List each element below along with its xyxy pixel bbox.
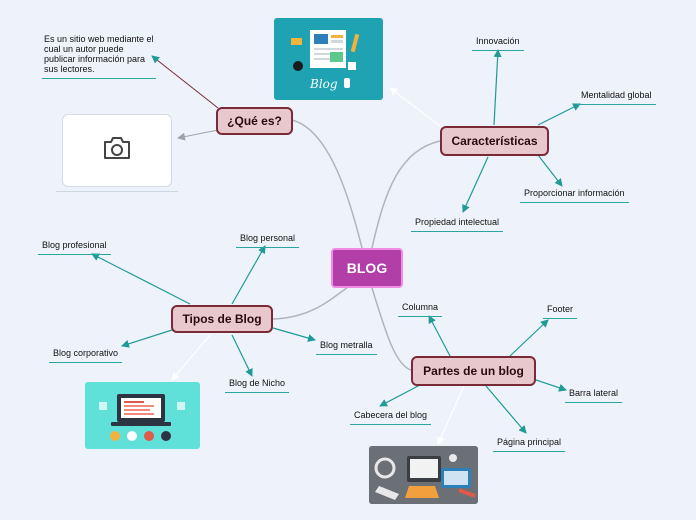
topic-que-es-label: ¿Qué es? bbox=[227, 114, 282, 128]
line-propiedad bbox=[462, 156, 489, 213]
leaf-proporcionar-informacion[interactable]: Proporcionar información bbox=[520, 188, 629, 203]
image-placeholder[interactable] bbox=[62, 114, 172, 187]
desk-workspace-art bbox=[369, 446, 478, 504]
line-to-blog-image bbox=[389, 87, 441, 127]
line-corporativo bbox=[121, 329, 173, 348]
camera-icon bbox=[102, 135, 132, 166]
line-proporcionar bbox=[537, 154, 563, 187]
branch-line-partes bbox=[371, 287, 412, 371]
leaf-mentalidad-global[interactable]: Mentalidad global bbox=[577, 90, 656, 105]
topic-partes-label: Partes de un blog bbox=[423, 364, 524, 378]
central-topic-blog[interactable]: BLOG bbox=[331, 248, 403, 288]
branch-line-tipos bbox=[272, 286, 349, 320]
blog-illustration-image[interactable]: Blog bbox=[274, 18, 383, 100]
leaf-blog-corporativo[interactable]: Blog corporativo bbox=[49, 348, 123, 363]
branch-line-que-es bbox=[291, 119, 363, 249]
line-innovacion bbox=[493, 49, 502, 126]
definition-note[interactable]: Es un sitio web mediante el cual un auto… bbox=[42, 34, 156, 79]
central-topic-label: BLOG bbox=[346, 260, 388, 276]
topic-partes-de-un-blog[interactable]: Partes de un blog bbox=[411, 356, 536, 386]
placeholder-underline bbox=[56, 191, 178, 192]
line-nicho bbox=[231, 334, 253, 377]
definition-note-text: Es un sitio web mediante el cual un auto… bbox=[44, 34, 154, 74]
laptop-illustration-image[interactable] bbox=[85, 382, 200, 449]
leaf-cabecera-del-blog[interactable]: Cabecera del blog bbox=[350, 410, 432, 425]
topic-que-es[interactable]: ¿Qué es? bbox=[216, 107, 293, 135]
leaf-columna[interactable]: Columna bbox=[398, 302, 443, 317]
branch-line-caracteristicas bbox=[371, 140, 441, 249]
topic-tipos-label: Tipos de Blog bbox=[182, 312, 262, 326]
leaf-blog-profesional[interactable]: Blog profesional bbox=[38, 240, 111, 255]
leaf-blog-metralla[interactable]: Blog metralla bbox=[316, 340, 377, 355]
line-personal bbox=[231, 245, 266, 305]
laptop-illustration-art bbox=[99, 394, 185, 441]
line-to-placeholder bbox=[177, 129, 219, 141]
leaf-barra-lateral[interactable]: Barra lateral bbox=[565, 388, 623, 403]
leaf-innovacion[interactable]: Innovación bbox=[472, 36, 524, 51]
line-metralla bbox=[272, 327, 316, 342]
desk-workspace-image[interactable] bbox=[369, 446, 478, 504]
leaf-pagina-principal[interactable]: Página principal bbox=[493, 437, 566, 452]
topic-tipos-de-blog[interactable]: Tipos de Blog bbox=[171, 305, 273, 333]
line-barra bbox=[535, 379, 567, 392]
line-mentalidad bbox=[537, 103, 581, 126]
line-footer bbox=[509, 319, 549, 357]
leaf-footer[interactable]: Footer bbox=[543, 304, 578, 319]
leaf-blog-de-nicho[interactable]: Blog de Nicho bbox=[225, 378, 290, 393]
line-cabecera bbox=[379, 384, 421, 407]
blog-logo-text: Blog bbox=[309, 77, 338, 91]
topic-caracteristicas-label: Características bbox=[451, 134, 538, 148]
leaf-propiedad-intelectual[interactable]: Propiedad intelectual bbox=[411, 217, 504, 232]
line-pagina bbox=[485, 385, 527, 434]
line-to-desk-image bbox=[437, 385, 465, 445]
blog-illustration-art: Blog bbox=[291, 30, 360, 91]
line-profesional bbox=[91, 253, 191, 305]
line-to-laptop-image bbox=[171, 334, 211, 381]
line-columna bbox=[428, 315, 451, 357]
line-to-note bbox=[151, 55, 219, 109]
leaf-blog-personal[interactable]: Blog personal bbox=[236, 233, 300, 248]
topic-caracteristicas[interactable]: Características bbox=[440, 126, 549, 156]
